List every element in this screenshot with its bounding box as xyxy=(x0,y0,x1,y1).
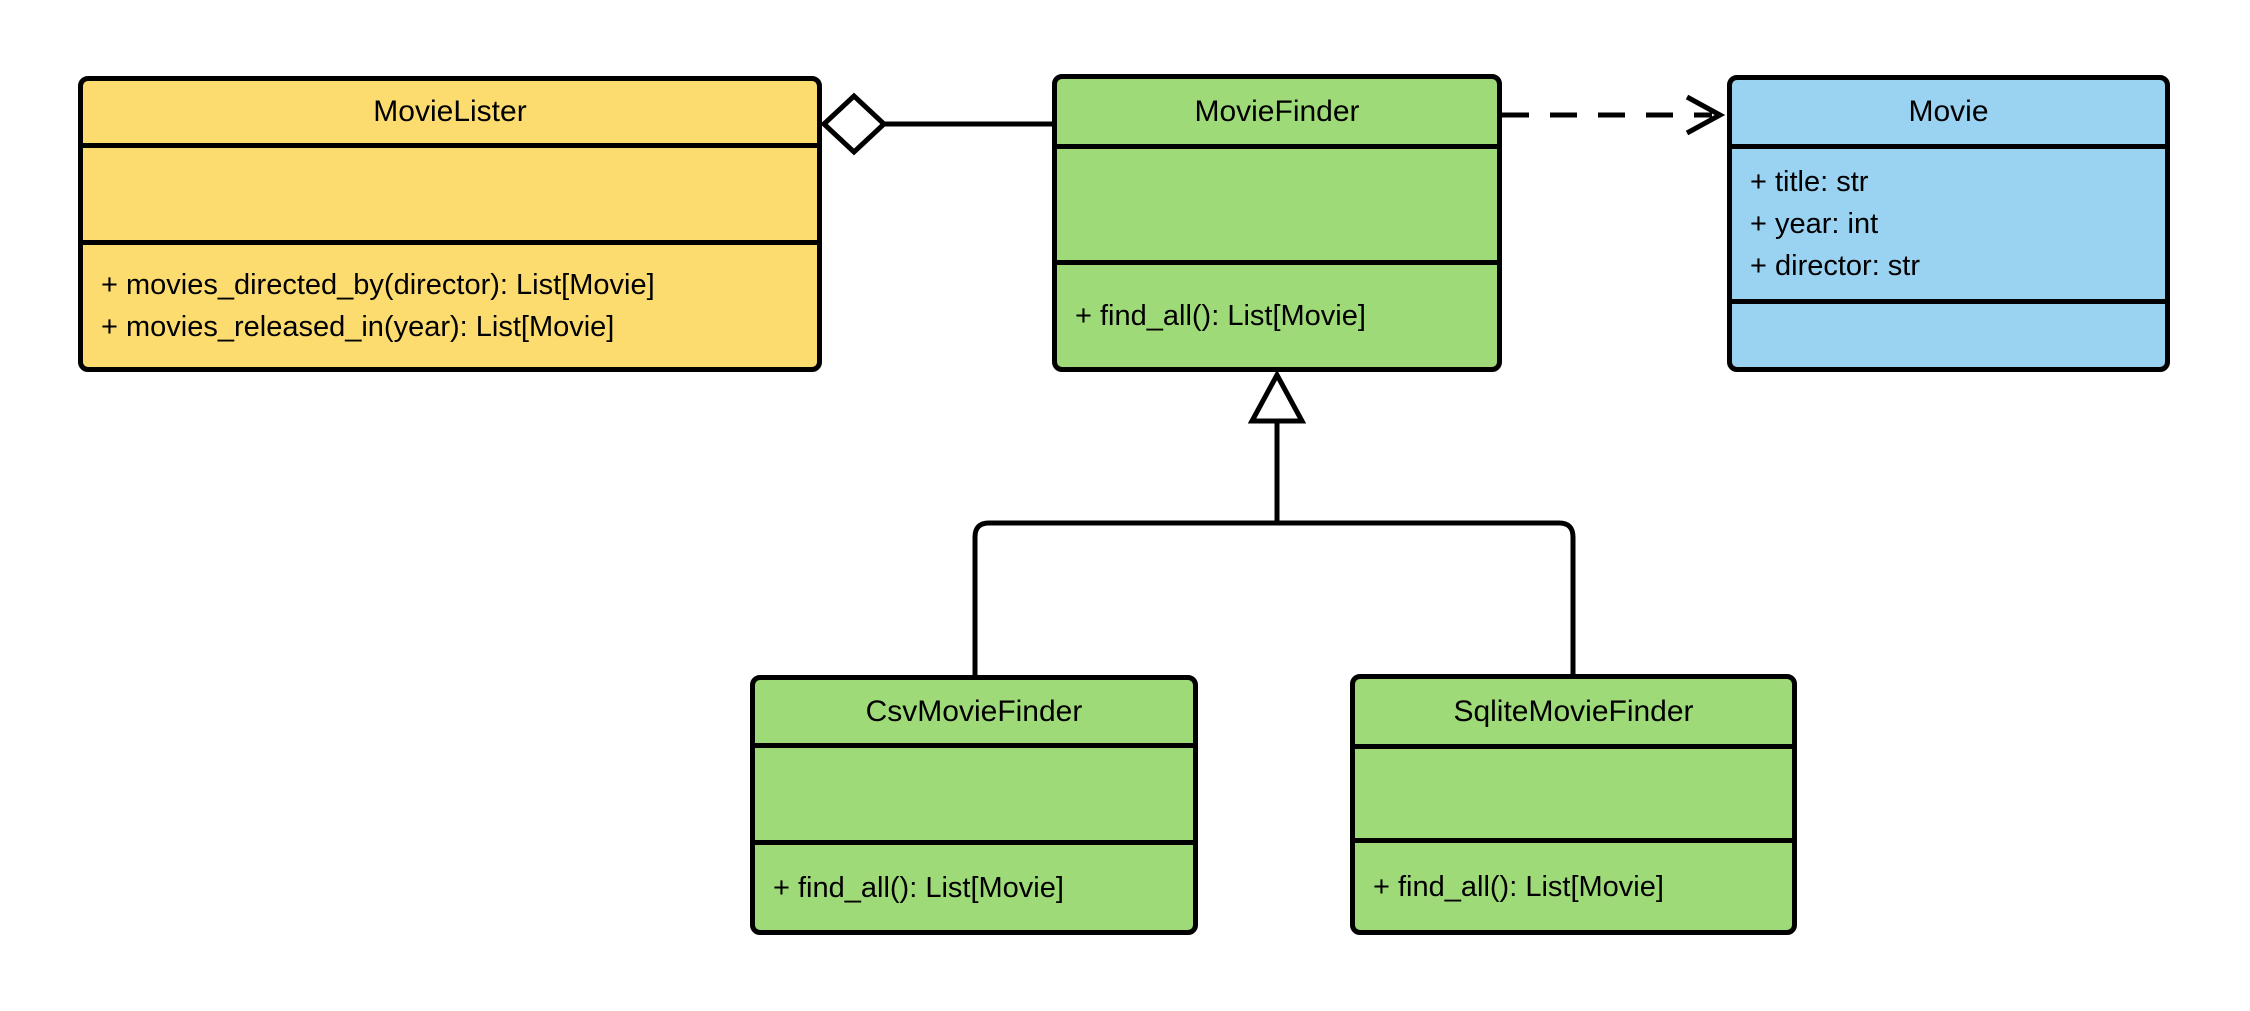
class-csvmoviefinder: CsvMovieFinder + find_all(): List[Movie] xyxy=(750,675,1198,935)
inheritance-branch-connector xyxy=(972,520,1576,676)
class-csvmoviefinder-methods: + find_all(): List[Movie] xyxy=(755,840,1193,930)
method: + find_all(): List[Movie] xyxy=(773,871,1064,904)
class-csvmoviefinder-attributes xyxy=(755,743,1193,840)
class-sqlitemoviefinder: SqliteMovieFinder + find_all(): List[Mov… xyxy=(1350,674,1797,935)
method: + movies_released_in(year): List[Movie] xyxy=(101,311,615,343)
class-movie-title: Movie xyxy=(1908,95,1989,128)
class-movie-methods xyxy=(1732,299,2165,367)
inheritance-triangle-icon xyxy=(1247,369,1307,424)
attribute: + year: int xyxy=(1750,208,1879,240)
method: + find_all(): List[Movie] xyxy=(1075,300,1366,332)
aggregation-diamond-icon xyxy=(820,92,888,156)
class-movielister-attributes xyxy=(83,143,817,240)
class-movie: Movie + title: str + year: int + directo… xyxy=(1727,75,2170,372)
attribute: + director: str xyxy=(1750,250,1921,282)
class-moviefinder-attributes xyxy=(1057,144,1497,260)
class-sqlitemoviefinder-attributes xyxy=(1355,744,1792,838)
method: + find_all(): List[Movie] xyxy=(1373,870,1664,903)
class-moviefinder: MovieFinder + find_all(): List[Movie] xyxy=(1052,74,1502,372)
method: + movies_directed_by(director): List[Mov… xyxy=(101,269,655,301)
class-sqlitemoviefinder-title: SqliteMovieFinder xyxy=(1453,694,1694,728)
class-movielister: MovieLister + movies_directed_by(directo… xyxy=(78,76,822,372)
class-moviefinder-title: MovieFinder xyxy=(1194,94,1360,128)
dependency-arrowhead-icon xyxy=(1685,94,1726,136)
class-movielister-title: MovieLister xyxy=(373,95,527,128)
class-moviefinder-methods: + find_all(): List[Movie] xyxy=(1057,260,1497,367)
class-movielister-methods: + movies_directed_by(director): List[Mov… xyxy=(83,240,817,367)
attribute: + title: str xyxy=(1750,166,1869,198)
class-sqlitemoviefinder-methods: + find_all(): List[Movie] xyxy=(1355,838,1792,930)
class-csvmoviefinder-title: CsvMovieFinder xyxy=(865,694,1083,728)
class-movie-attributes: + title: str + year: int + director: str xyxy=(1732,144,2165,299)
